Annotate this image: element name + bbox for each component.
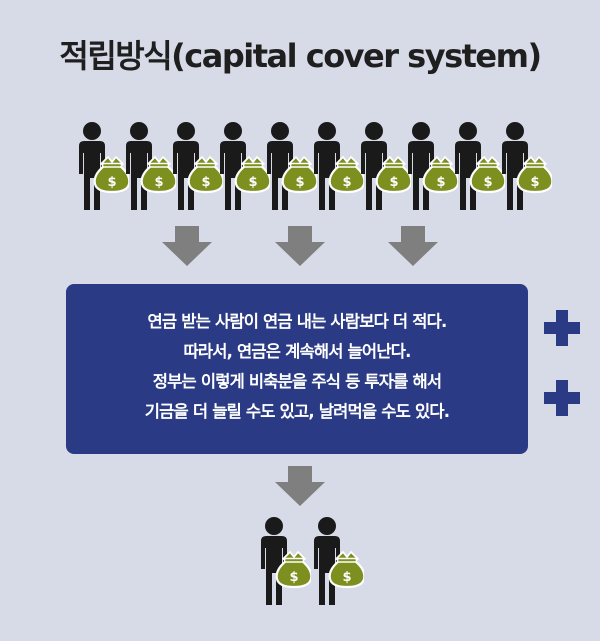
money-bag-icon: $ xyxy=(234,156,270,194)
money-bag-icon: $ xyxy=(516,156,552,194)
page-title: 적립방식(capital cover system) xyxy=(59,37,542,75)
money-bag-icon: $ xyxy=(328,156,364,194)
person-icon xyxy=(126,122,152,210)
person-icon xyxy=(314,122,340,210)
person-icon xyxy=(455,122,481,210)
person-with-money-bag: $ xyxy=(356,120,411,220)
person-with-money-bag: $ xyxy=(256,515,311,615)
currency-symbol: $ xyxy=(154,175,163,190)
person-with-money-bag: $ xyxy=(215,120,270,220)
recipients-group: $$ xyxy=(0,515,600,615)
money-bag-icon: $ xyxy=(93,156,129,194)
arrow-down-icon xyxy=(162,226,212,266)
arrow-down-icon xyxy=(388,226,438,266)
currency-symbol: $ xyxy=(248,175,257,190)
person-with-money-bag: $ xyxy=(309,120,364,220)
person-with-money-bag: $ xyxy=(403,120,458,220)
money-bag-icon: $ xyxy=(328,551,364,589)
currency-symbol: $ xyxy=(295,175,304,190)
currency-symbol: $ xyxy=(483,175,492,190)
person-with-money-bag: $ xyxy=(121,120,176,220)
money-bag-icon: $ xyxy=(469,156,505,194)
arrow-down-icon xyxy=(275,466,325,506)
panel-line-1: 연금 받는 사람이 연금 내는 사람보다 더 적다. xyxy=(147,312,448,331)
person-with-money-bag: $ xyxy=(74,120,129,220)
person-icon xyxy=(220,122,246,210)
currency-symbol: $ xyxy=(201,175,210,190)
money-bag-icon: $ xyxy=(281,156,317,194)
person-icon xyxy=(361,122,387,210)
plus-icon xyxy=(544,310,580,346)
money-bag-icon: $ xyxy=(187,156,223,194)
person-icon xyxy=(261,517,287,605)
person-icon xyxy=(314,517,340,605)
person-with-money-bag: $ xyxy=(168,120,223,220)
person-icon xyxy=(408,122,434,210)
person-with-money-bag: $ xyxy=(262,120,317,220)
arrow-down-icon xyxy=(275,226,325,266)
currency-symbol: $ xyxy=(342,175,351,190)
currency-symbol: $ xyxy=(389,175,398,190)
person-with-money-bag: $ xyxy=(309,515,364,615)
currency-symbol: $ xyxy=(436,175,445,190)
money-bag-icon: $ xyxy=(375,156,411,194)
person-with-money-bag: $ xyxy=(497,120,552,220)
currency-symbol: $ xyxy=(342,570,351,585)
money-bag-icon: $ xyxy=(140,156,176,194)
person-icon xyxy=(267,122,293,210)
person-with-money-bag: $ xyxy=(450,120,505,220)
currency-symbol: $ xyxy=(530,175,539,190)
contributors-group: $ $ $ $ $ $ $ $ $ $ xyxy=(0,120,600,220)
person-icon xyxy=(173,122,199,210)
person-icon xyxy=(79,122,105,210)
plus-icon xyxy=(544,380,580,416)
panel-line-3: 정부는 이렇게 비축분을 주식 등 투자를 해서 xyxy=(152,372,442,391)
person-icon xyxy=(502,122,528,210)
money-bag-icon: $ xyxy=(422,156,458,194)
currency-symbol: $ xyxy=(289,570,298,585)
panel-line-2: 따라서, 연금은 계속해서 늘어난다. xyxy=(183,342,411,361)
currency-symbol: $ xyxy=(107,175,116,190)
panel-line-4: 기금을 더 늘릴 수도 있고, 날려먹을 수도 있다. xyxy=(144,402,450,421)
explanation-panel: 연금 받는 사람이 연금 내는 사람보다 더 적다. 따라서, 연금은 계속해서… xyxy=(66,284,528,454)
money-bag-icon: $ xyxy=(275,551,311,589)
